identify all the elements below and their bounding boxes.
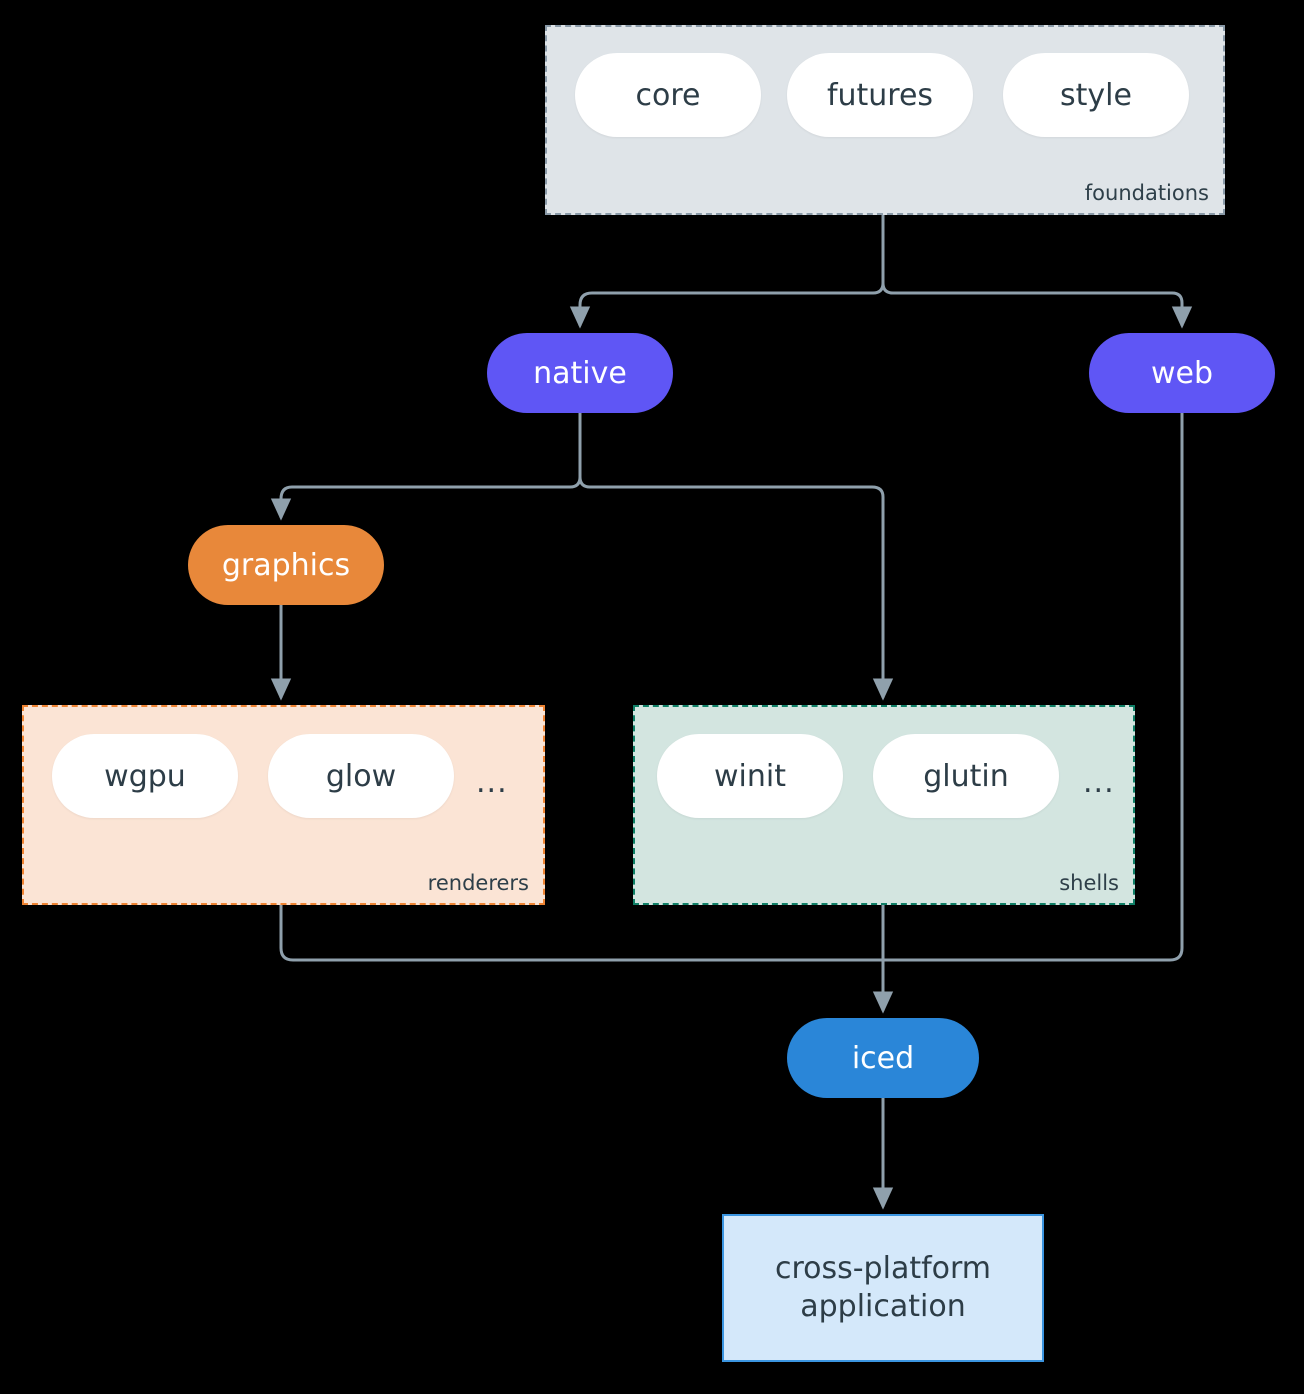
cluster-renderers: wgpu glow ... renderers: [22, 705, 545, 905]
edge-foundations-web: [881, 214, 1193, 329]
cluster-shells: winit glutin ... shells: [633, 705, 1135, 905]
edge-renderers-iced: [279, 903, 885, 962]
edge-foundations-native: [569, 214, 885, 329]
member-style[interactable]: style: [1003, 53, 1189, 137]
node-native[interactable]: native: [487, 333, 673, 413]
member-ellipsis-shells: ...: [1083, 765, 1115, 800]
node-graphics[interactable]: graphics: [188, 525, 384, 605]
member-glow[interactable]: glow: [268, 734, 454, 818]
node-iced[interactable]: iced: [787, 1018, 979, 1098]
cluster-label-shells: shells: [1059, 871, 1119, 895]
node-cross-platform-application[interactable]: cross-platform application: [722, 1214, 1044, 1362]
edge-native-shells: [578, 411, 894, 701]
edge-native-graphics: [270, 411, 582, 521]
cluster-label-renderers: renderers: [427, 871, 529, 895]
cluster-label-foundations: foundations: [1084, 181, 1209, 205]
application-line-1: cross-platform: [774, 1250, 992, 1286]
member-wgpu[interactable]: wgpu: [52, 734, 238, 818]
cluster-foundations: core futures style foundations: [545, 25, 1225, 215]
application-line-2: application: [800, 1289, 966, 1324]
member-glutin[interactable]: glutin: [873, 734, 1059, 818]
member-ellipsis-renderers: ...: [476, 765, 508, 800]
member-core[interactable]: core: [575, 53, 761, 137]
member-winit[interactable]: winit: [657, 734, 843, 818]
node-web[interactable]: web: [1089, 333, 1275, 413]
member-futures[interactable]: futures: [787, 53, 973, 137]
